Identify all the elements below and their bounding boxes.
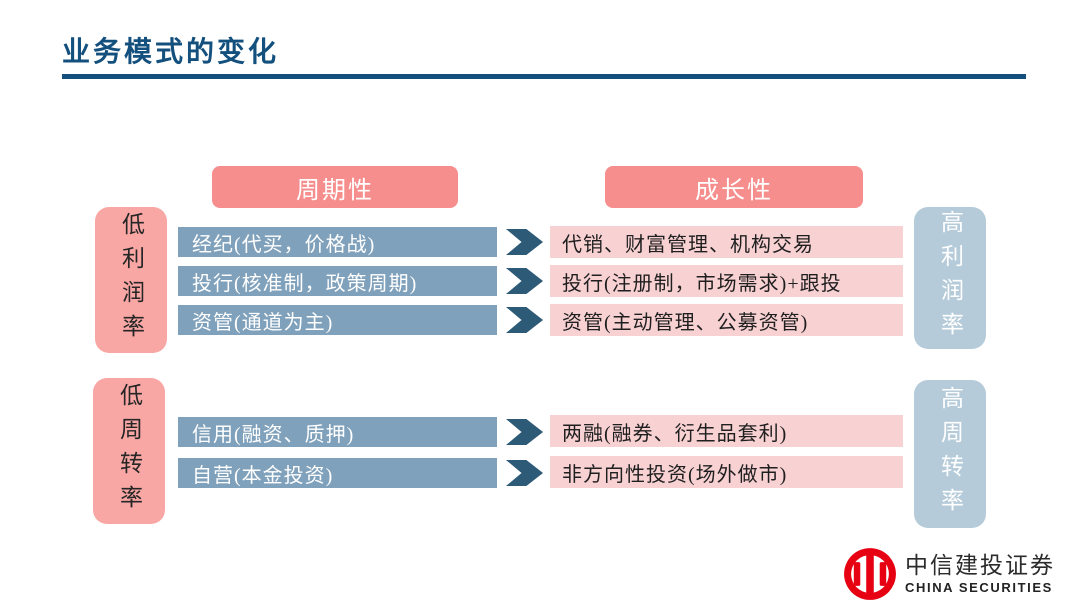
new-business-box: 代销、财富管理、机构交易 [550,226,903,258]
header-pill-cyclical: 周期性 [212,166,458,208]
old-business-box: 经纪(代买，价格战) [178,227,497,257]
side-label-text: 高利润率 [937,210,963,346]
old-business-label: 资管(通道为主) [192,311,334,334]
old-business-box: 自营(本金投资) [178,458,497,488]
header-pill-growth: 成长性 [605,166,863,208]
arrow-icon [506,229,543,255]
new-business-label: 投行(注册制，市场需求)+跟投 [562,272,842,295]
arrow-icon [506,419,543,445]
new-business-label: 非方向性投资(场外做市) [562,463,788,486]
new-business-box: 非方向性投资(场外做市) [550,456,903,488]
new-business-label: 两融(融券、衍生品套利) [562,422,788,445]
side-label-low-turnover: 低周转率 [93,378,165,524]
old-business-box: 资管(通道为主) [178,305,497,335]
new-business-box: 投行(注册制，市场需求)+跟投 [550,265,903,297]
csc-logo: 中信建投证券 CHINA SECURITIES [843,547,1055,601]
title-underline [62,74,1026,79]
old-business-label: 信用(融资、质押) [192,423,355,446]
side-label-text: 高周转率 [937,386,963,522]
side-label-text: 低利润率 [118,212,144,348]
side-label-text: 低周转率 [116,383,142,519]
slide-title: 业务模式的变化 [62,37,280,68]
arrow-icon [506,460,543,486]
old-business-label: 投行(核准制，政策周期) [192,272,418,295]
logo-name-cn: 中信建投证券 [905,553,1055,579]
old-business-box: 投行(核准制，政策周期) [178,266,497,296]
new-business-box: 资管(主动管理、公募资管) [550,304,903,336]
arrow-icon [506,268,543,294]
side-label-high-turnover: 高周转率 [914,380,986,528]
arrow-icon [506,307,543,333]
new-business-box: 两融(融券、衍生品套利) [550,415,903,447]
csc-logo-icon [844,548,896,600]
old-business-label: 自营(本金投资) [192,464,334,487]
new-business-label: 资管(主动管理、公募资管) [562,311,809,334]
old-business-label: 经纪(代买，价格战) [192,233,376,256]
old-business-box: 信用(融资、质押) [178,417,497,447]
side-label-high-profit-margin: 高利润率 [914,207,986,349]
new-business-label: 代销、财富管理、机构交易 [562,233,814,256]
side-label-low-profit-margin: 低利润率 [95,207,167,353]
logo-name-en: CHINA SECURITIES [905,579,1053,595]
